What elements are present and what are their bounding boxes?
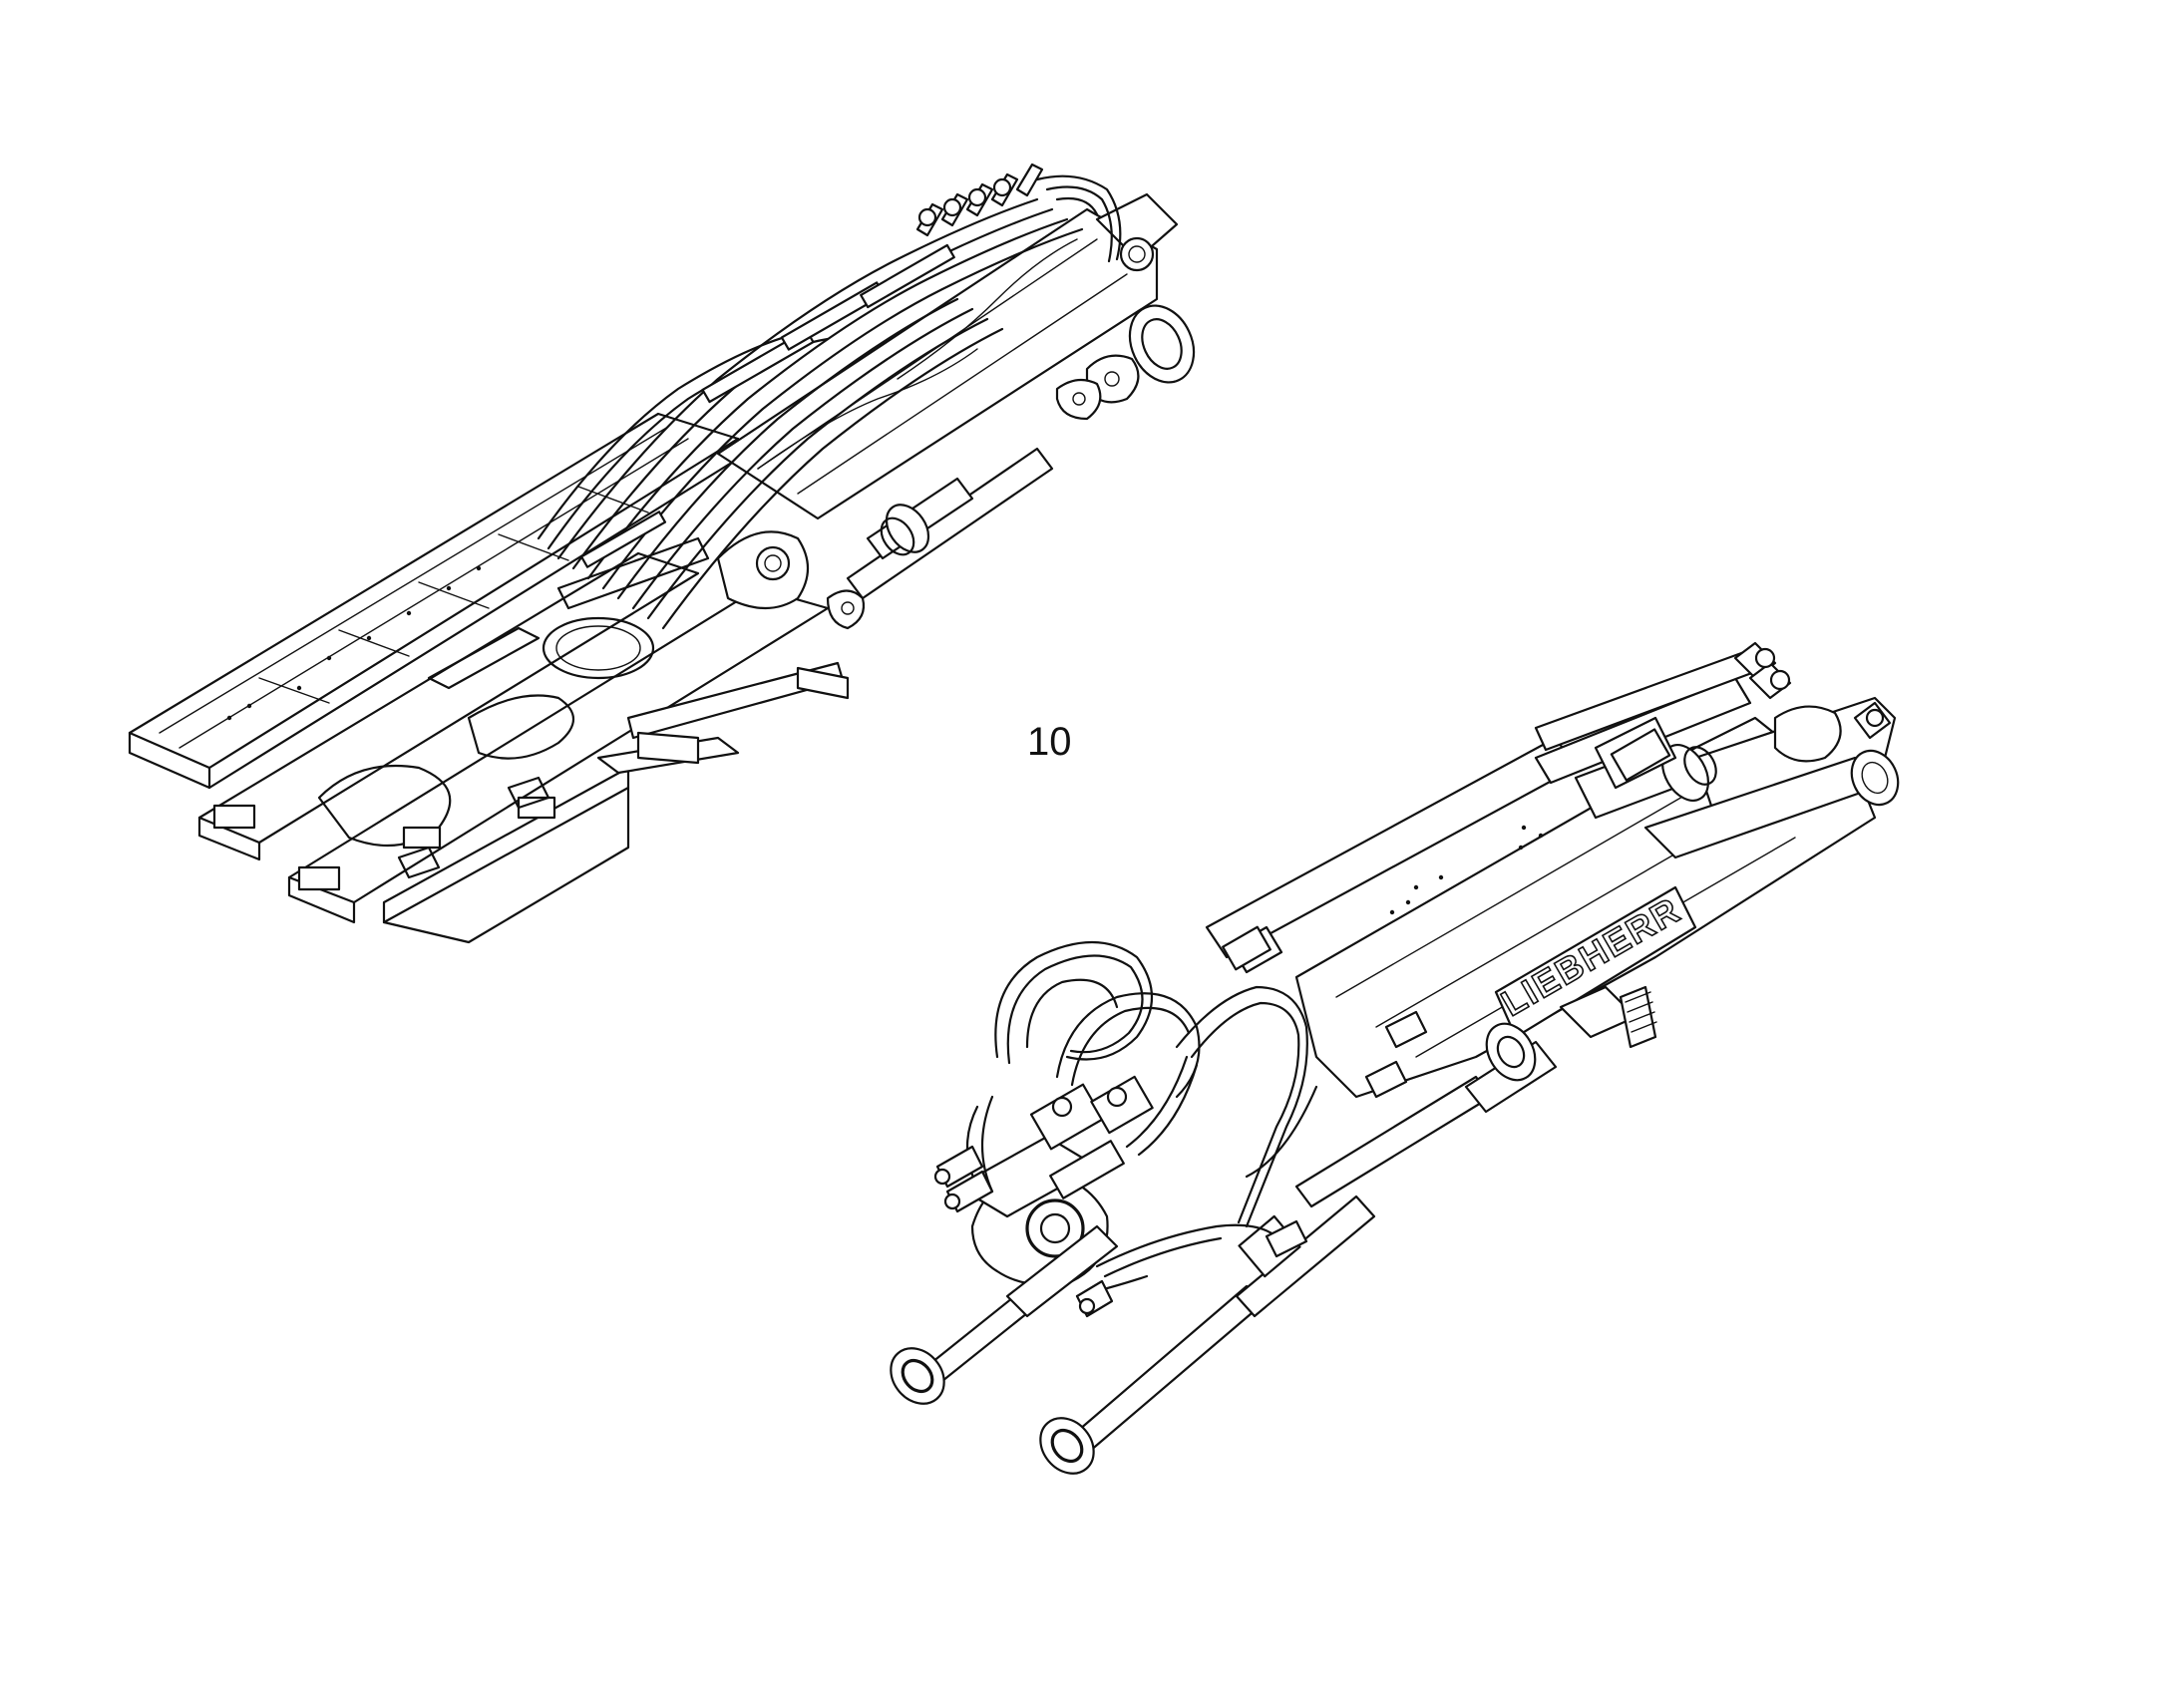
main-boom-cylinder [1294,1022,1558,1208]
right-hose-loops [933,925,1428,1318]
boom-pivot-housing [716,530,866,630]
access-step [1559,985,1657,1049]
right-boom-body: LIEBHERR [955,696,1900,1286]
lower-cylinder-left [890,1224,1119,1405]
uppercarriage-frame-assembly [128,163,1196,944]
rod-eye-left [890,1347,945,1405]
upper-boom-cylinders [1205,641,1892,959]
frame-side-beams [197,551,830,944]
rod-eye-right [1039,1417,1095,1475]
boom-cylinder-assembly: LIEBHERR [890,641,1900,1475]
item-number-label: 10 [1027,720,1072,764]
left-hose-bundle [537,163,1122,630]
frame-platform [128,412,740,790]
left-hydraulic-cylinder [846,447,1054,600]
left-boom-body [716,192,1196,520]
frame-cross-arms [556,536,850,775]
